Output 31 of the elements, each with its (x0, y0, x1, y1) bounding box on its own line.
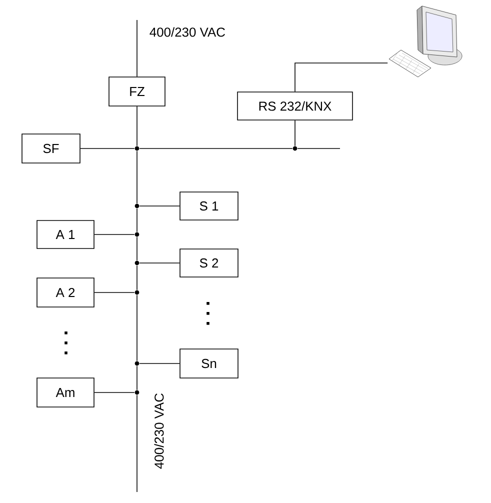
module-box: FZ (108, 76, 166, 106)
voltage-label: 400/230 VAC (150, 27, 225, 37)
connector-line (136, 265, 138, 290)
connector-line (94, 392, 135, 393)
voltage-label: 400/230 VAC (154, 393, 164, 469)
module-box: S 1 (180, 192, 238, 220)
connector-line (294, 62, 388, 92)
connector-line (136, 150, 138, 204)
connector-line (297, 148, 340, 149)
connector-line (136, 236, 138, 261)
module-box: SF (22, 134, 80, 164)
computer-picture (388, 6, 462, 78)
module-box: Am (36, 378, 94, 408)
connector-line (136, 366, 138, 390)
connector-line (94, 234, 135, 235)
connector-line (94, 292, 135, 293)
module-box: A 2 (36, 278, 94, 308)
connector-line (136, 106, 138, 146)
module-box: A 1 (36, 220, 94, 249)
module-box: RS 232/KNX (237, 92, 353, 120)
connector-line (139, 262, 180, 264)
connector-line (294, 120, 296, 146)
connector-line (136, 394, 138, 492)
connector-line (136, 20, 138, 77)
connector-line (139, 363, 180, 364)
connector-line (136, 294, 138, 362)
connector-line (139, 148, 293, 149)
connector-line (80, 148, 135, 149)
module-box: S 2 (180, 248, 238, 278)
module-box: Sn (180, 348, 238, 378)
connector-line (136, 208, 138, 232)
